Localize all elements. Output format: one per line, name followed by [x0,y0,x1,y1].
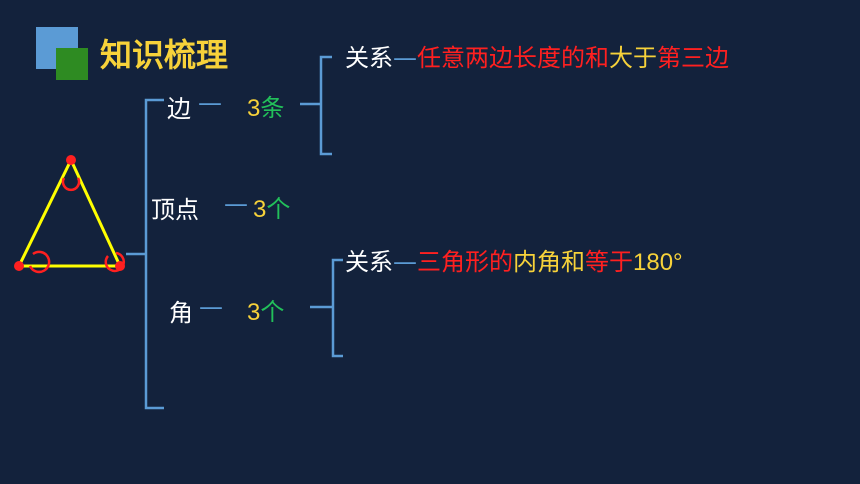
angle-arc-left [28,250,51,274]
vertex-dash: — [224,190,248,218]
vertex-count: 3个 [253,189,290,224]
vertex-count-unit: 个 [266,196,291,223]
page-title: 知识梳理 [100,36,229,74]
edge-relation-part-3: 第三边 [657,44,729,72]
triangle-shape [16,156,123,268]
angle-count-number: 3 [247,299,261,326]
title-square-green [56,48,88,80]
angle-dash: — [199,293,223,321]
angle-relation-bracket [331,258,343,358]
edge-count-number: 3 [247,95,261,122]
edge-label: 边 [167,95,191,123]
edge-relation-bracket [319,55,332,156]
angle-count-unit: 个 [260,299,285,326]
angle-arc-top [61,177,81,192]
edge-relation: 关系—任意两边长度的和大于第三边 [345,38,729,73]
main-bracket [144,98,164,410]
angle-relation-part-2: 内角和 [513,248,585,276]
edge-count: 3条 [247,88,284,123]
edge-relation-part-1: 任意两边长度的和 [417,44,609,72]
vertex-dot-top [66,155,76,165]
vertex-dot-left [14,261,24,271]
edge-count-unit: 条 [260,95,285,122]
vertex-label: 顶点 [151,196,199,224]
angle-relation-part-1: 三角形的 [417,248,513,276]
edge-dash: — [198,89,222,117]
angle-arc-right [104,251,125,273]
edge-relation-part-2: 大于 [609,44,657,72]
vertex-count-number: 3 [253,196,267,223]
angle-count: 3个 [247,292,284,327]
angle-relation: 关系—三角形的内角和等于180° [345,242,683,277]
angle-relation-dash: — [393,248,417,276]
edge-relation-dash: — [393,44,417,72]
angle-relation-part-3: 等于 [585,248,633,276]
angle-relation-label: 关系 [345,248,393,276]
angle-relation-part-4: 180° [633,249,683,276]
angle-label: 角 [169,299,193,327]
edge-relation-label: 关系 [345,44,393,72]
